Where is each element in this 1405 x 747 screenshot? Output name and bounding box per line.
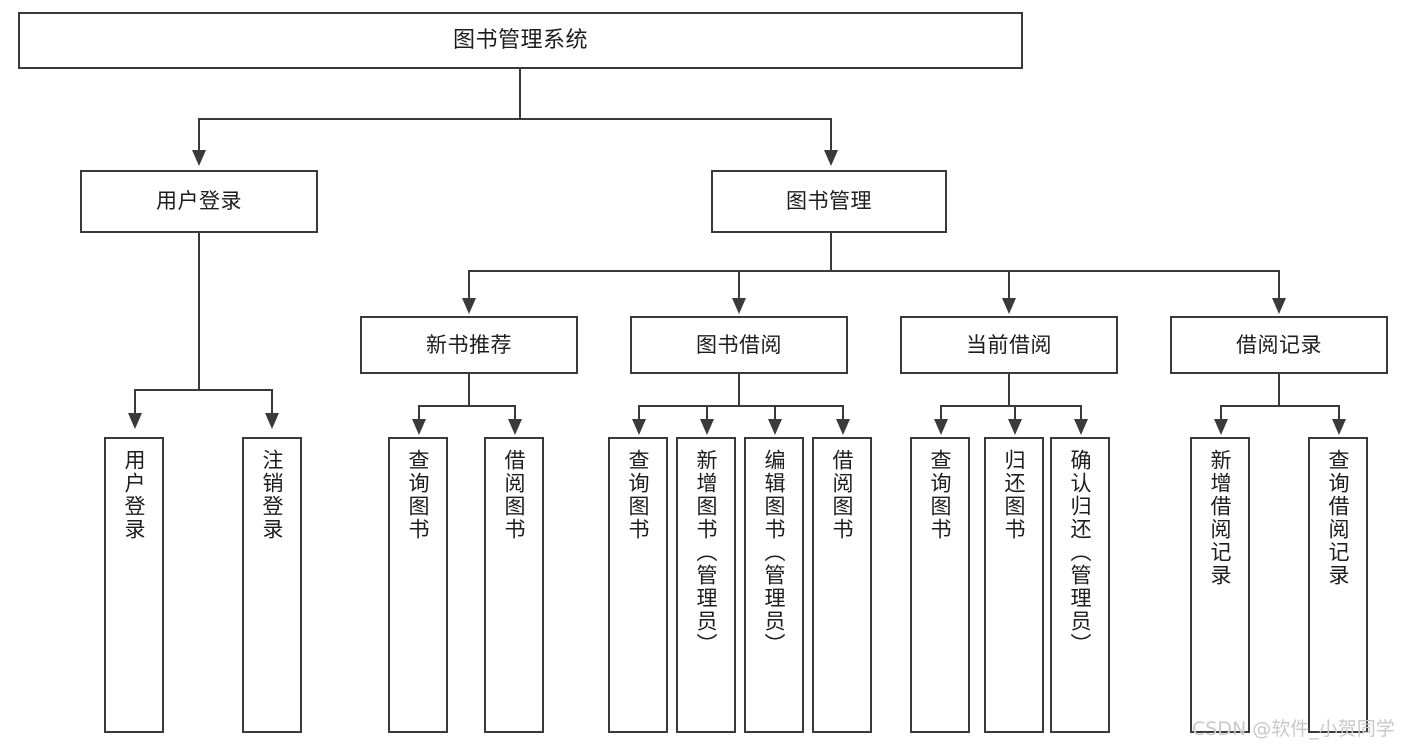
connector-current-drop-1 — [940, 405, 942, 421]
connector-to-book-manage — [830, 118, 832, 152]
csdn-watermark: CSDN @软件_小贺同学 — [1192, 718, 1395, 740]
node-label: 确认归还（管理员） — [1068, 449, 1093, 656]
node-leaf-query-book-1[interactable]: 查询图书 — [388, 437, 448, 733]
arrow-leaf-query-book-2 — [632, 419, 646, 435]
node-borrow-record[interactable]: 借阅记录 — [1170, 316, 1388, 374]
connector-to-new-book-recommend — [468, 270, 470, 300]
arrow-leaf-logout — [265, 413, 279, 429]
arrow-to-borrow-record — [1272, 298, 1286, 314]
node-leaf-borrow-book-1[interactable]: 借阅图书 — [484, 437, 544, 733]
node-label: 图书借阅 — [696, 332, 782, 357]
connector-record-stem — [1278, 374, 1280, 405]
connector-to-book-borrow — [738, 270, 740, 300]
node-leaf-query-borrow-record[interactable]: 查询借阅记录 — [1308, 437, 1368, 733]
node-leaf-add-borrow-record[interactable]: 新增借阅记录 — [1190, 437, 1250, 733]
connector-current-drop-3 — [1080, 405, 1082, 421]
arrow-leaf-borrow-book-1 — [508, 419, 522, 435]
connector-user-login-stem — [198, 233, 200, 389]
node-label: 查询图书 — [406, 449, 431, 541]
connector-root-stem — [519, 69, 521, 118]
node-label: 新增图书（管理员） — [694, 449, 719, 656]
node-leaf-query-book-2[interactable]: 查询图书 — [608, 437, 668, 733]
connector-borrow-drop-1 — [638, 405, 640, 421]
connector-to-user-login — [198, 118, 200, 152]
connector-recommend-bus — [418, 405, 516, 407]
arrow-leaf-add-borrow-record — [1214, 419, 1228, 435]
node-leaf-query-book-3[interactable]: 查询图书 — [910, 437, 970, 733]
node-label: 当前借阅 — [966, 332, 1052, 357]
arrow-leaf-user-login — [128, 413, 142, 429]
connector-borrow-drop-3 — [774, 405, 776, 421]
connector-record-bus — [1220, 405, 1338, 407]
node-label: 借阅图书 — [830, 449, 855, 541]
node-label: 借阅记录 — [1236, 332, 1322, 357]
node-label: 查询借阅记录 — [1326, 449, 1351, 587]
node-leaf-add-book[interactable]: 新增图书（管理员） — [676, 437, 736, 733]
node-label: 用户登录 — [156, 189, 242, 214]
node-label: 新增借阅记录 — [1208, 449, 1233, 587]
connector-level2-bus — [198, 118, 832, 120]
arrow-leaf-query-book-1 — [412, 419, 426, 435]
node-leaf-logout[interactable]: 注销登录 — [242, 437, 302, 733]
node-label: 查询图书 — [626, 449, 651, 541]
node-label: 新书推荐 — [426, 332, 512, 357]
arrow-to-book-manage — [824, 150, 838, 166]
connector-current-bus — [940, 405, 1080, 407]
node-leaf-user-login[interactable]: 用户登录 — [104, 437, 164, 733]
connector-borrow-stem — [738, 374, 740, 405]
connector-recommend-drop-2 — [514, 405, 516, 421]
connector-user-login-bus — [134, 389, 272, 391]
connector-to-borrow-record — [1278, 270, 1280, 300]
node-label: 借阅图书 — [502, 449, 527, 541]
connector-current-stem — [1008, 374, 1010, 405]
node-user-login[interactable]: 用户登录 — [80, 170, 318, 233]
connector-level3-bus — [468, 270, 1280, 272]
connector-record-drop-1 — [1220, 405, 1222, 421]
node-book-manage[interactable]: 图书管理 — [711, 170, 947, 233]
node-label: 图书管理系统 — [452, 27, 588, 53]
connector-user-login-drop-1 — [134, 389, 136, 415]
arrow-leaf-confirm-return — [1074, 419, 1088, 435]
node-leaf-return-book[interactable]: 归还图书 — [984, 437, 1044, 733]
node-leaf-borrow-book-2[interactable]: 借阅图书 — [812, 437, 872, 733]
node-label: 查询图书 — [928, 449, 953, 541]
connector-recommend-drop-1 — [418, 405, 420, 421]
arrow-to-user-login — [192, 150, 206, 166]
arrow-to-book-borrow — [732, 298, 746, 314]
node-book-borrow[interactable]: 图书借阅 — [630, 316, 848, 374]
arrow-leaf-query-book-3 — [934, 419, 948, 435]
connector-recommend-stem — [468, 374, 470, 405]
node-label: 图书管理 — [786, 189, 872, 214]
connector-record-drop-2 — [1338, 405, 1340, 421]
node-label: 归还图书 — [1002, 449, 1027, 541]
connector-to-current-borrow — [1008, 270, 1010, 300]
connector-borrow-drop-4 — [842, 405, 844, 421]
arrow-leaf-return-book — [1008, 419, 1022, 435]
node-current-borrow[interactable]: 当前借阅 — [900, 316, 1118, 374]
arrow-leaf-query-borrow-record — [1332, 419, 1346, 435]
connector-book-manage-stem — [830, 233, 832, 270]
arrow-leaf-add-book — [700, 419, 714, 435]
node-leaf-edit-book[interactable]: 编辑图书（管理员） — [744, 437, 804, 733]
node-label: 编辑图书（管理员） — [762, 449, 787, 656]
node-leaf-confirm-return[interactable]: 确认归还（管理员） — [1050, 437, 1110, 733]
connector-current-drop-2 — [1014, 405, 1016, 421]
arrow-leaf-edit-book — [768, 419, 782, 435]
connector-borrow-bus — [638, 405, 842, 407]
node-label: 用户登录 — [122, 449, 147, 541]
node-root-system[interactable]: 图书管理系统 — [18, 12, 1023, 69]
connector-borrow-drop-2 — [706, 405, 708, 421]
node-label: 注销登录 — [260, 449, 285, 541]
connector-user-login-drop-2 — [271, 389, 273, 415]
arrow-leaf-borrow-book-2 — [836, 419, 850, 435]
arrow-to-new-book-recommend — [462, 298, 476, 314]
arrow-to-current-borrow — [1002, 298, 1016, 314]
node-new-book-recommend[interactable]: 新书推荐 — [360, 316, 578, 374]
